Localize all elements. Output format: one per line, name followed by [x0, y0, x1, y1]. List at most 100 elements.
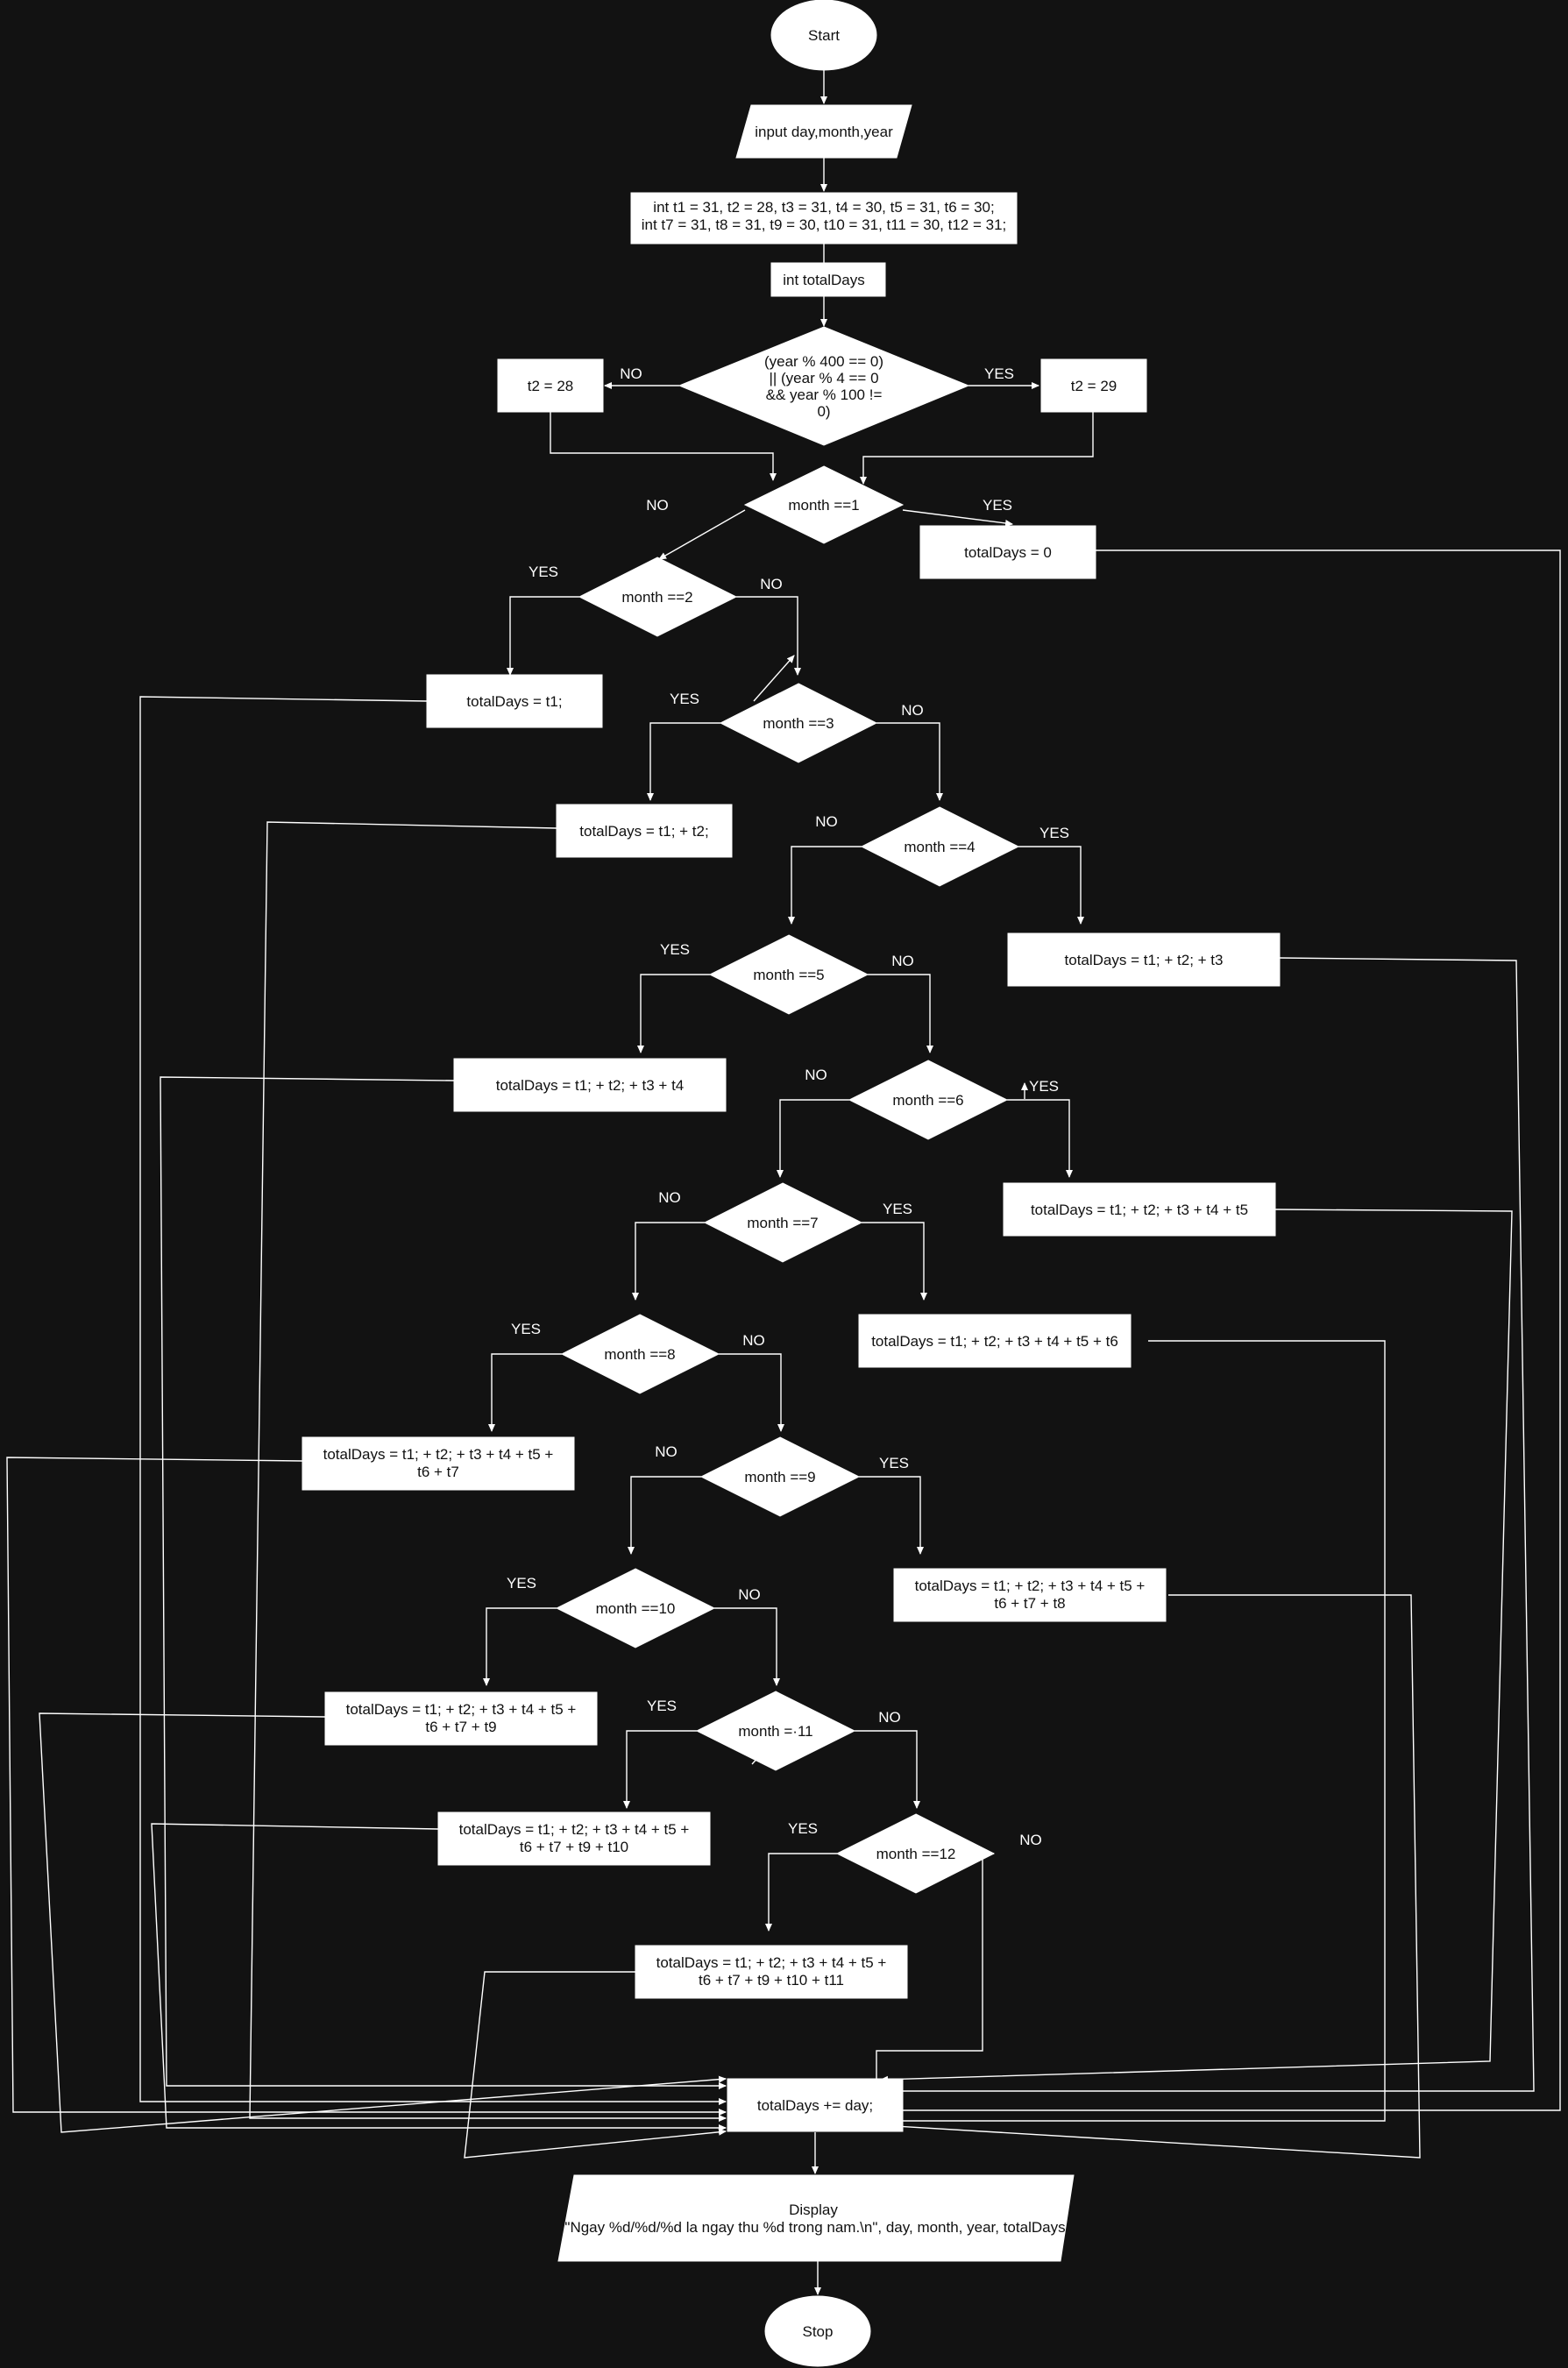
label-m9-yes: YES	[879, 1455, 909, 1471]
month4-label: month ==4	[904, 839, 975, 855]
leap-label-line1: (year % 400 == 0)	[764, 353, 883, 370]
label-m4-no: NO	[815, 813, 838, 830]
month3-label: month ==3	[763, 715, 834, 732]
month6-decision[interactable]	[848, 1060, 1009, 1140]
td9-label-line1: totalDays = t1; + t2; + t3 + t4 + t5 +	[346, 1701, 577, 1718]
display-parallelogram[interactable]	[557, 2174, 1075, 2262]
leap-decision[interactable]	[678, 326, 970, 446]
label-leap-no: NO	[620, 365, 642, 382]
start-label: Start	[808, 27, 840, 44]
add-day-process[interactable]	[727, 2078, 904, 2132]
edge-m8-yes	[488, 1353, 562, 1432]
edge-m4-no	[788, 846, 862, 925]
label-m5-no: NO	[891, 953, 914, 969]
decl-label: int totalDays	[783, 272, 865, 288]
edge-m11-no	[855, 1730, 920, 1809]
month1-decision[interactable]	[743, 465, 905, 544]
decl-process[interactable]	[770, 262, 886, 297]
td2-process[interactable]	[556, 804, 733, 858]
td1-process[interactable]	[426, 674, 603, 728]
td4-process[interactable]	[453, 1058, 727, 1112]
edge-td11-merge	[464, 1971, 727, 2159]
input-parallelogram[interactable]	[735, 104, 912, 159]
td8-label-line1: totalDays = t1; + t2; + t3 + t4 + t5 +	[915, 1577, 1146, 1594]
edge-m1-yes	[902, 509, 1013, 527]
month12-label: month ==12	[876, 1846, 956, 1862]
edge-t228-m1	[550, 412, 777, 481]
edge-m3-yes	[647, 722, 720, 801]
edge-m10-yes	[483, 1607, 557, 1686]
td10-label-line1: totalDays = t1; + t2; + t3 + t4 + t5 +	[459, 1821, 690, 1838]
label-m6-yes: YES	[1029, 1078, 1059, 1095]
month1-label: month ==1	[788, 497, 859, 514]
label-m2-yes: YES	[529, 564, 558, 580]
edge-td2-merge	[249, 821, 727, 2122]
td3-process[interactable]	[1007, 932, 1281, 987]
month12-decision[interactable]	[835, 1813, 996, 1894]
t2-28-label: t2 = 28	[528, 378, 573, 394]
td10-process[interactable]	[437, 1811, 711, 1866]
month4-decision[interactable]	[860, 806, 1020, 887]
label-m10-no: NO	[738, 1586, 761, 1603]
edge-m10-no	[714, 1607, 780, 1686]
stop-terminator[interactable]	[764, 2295, 871, 2367]
label-m1-yes: YES	[983, 497, 1012, 514]
start-terminator[interactable]	[770, 0, 877, 71]
edge-m7-no	[632, 1222, 705, 1301]
td7-process[interactable]	[302, 1436, 575, 1491]
label-m5-yes: YES	[660, 941, 690, 958]
label-m7-no: NO	[658, 1189, 681, 1206]
init-label-line1: int t1 = 31, t2 = 28, t3 = 31, t4 = 30, …	[653, 199, 994, 216]
td1-label: totalDays = t1;	[466, 693, 562, 710]
edge-td1-merge	[139, 696, 727, 2105]
td7-label-line2: t6 + t7	[417, 1464, 459, 1480]
month2-decision[interactable]	[578, 557, 738, 637]
td0-label: totalDays = 0	[964, 544, 1052, 561]
label-m10-yes: YES	[507, 1575, 536, 1592]
init-process[interactable]	[630, 192, 1018, 245]
td0-process[interactable]	[919, 525, 1096, 579]
td11-process[interactable]	[635, 1945, 908, 1999]
edge-m3-stray	[753, 655, 795, 702]
t2-29-process[interactable]	[1040, 358, 1147, 413]
td2-label: totalDays = t1; + t2;	[579, 823, 708, 840]
stop-label: Stop	[803, 2323, 834, 2340]
t2-29-label: t2 = 29	[1071, 378, 1117, 394]
month3-decision[interactable]	[719, 683, 878, 763]
td11-label-line2: t6 + t7 + t9 + t10 + t11	[699, 1972, 844, 1989]
td7-label-line1: totalDays = t1; + t2; + t3 + t4 + t5 +	[323, 1446, 554, 1463]
edge-td5-merge	[880, 1209, 1513, 2083]
edge-m3-no	[876, 722, 943, 801]
month8-decision[interactable]	[560, 1314, 720, 1394]
month5-decision[interactable]	[708, 934, 869, 1015]
edge-m5-no	[868, 974, 933, 1053]
edge-m9-yes	[859, 1476, 924, 1555]
month11-decision[interactable]	[695, 1691, 856, 1771]
t2-28-process[interactable]	[497, 358, 604, 413]
month9-label: month ==9	[744, 1469, 815, 1485]
label-m6-no: NO	[805, 1067, 827, 1083]
edge-m2-no	[736, 596, 801, 676]
edge-m12-yes	[765, 1853, 837, 1932]
edge-m8-no	[719, 1353, 784, 1432]
month7-label: month ==7	[747, 1215, 818, 1231]
month2-label: month ==2	[621, 589, 692, 606]
month7-decision[interactable]	[703, 1182, 863, 1263]
td9-label-line2: t6 + t7 + t9	[425, 1719, 496, 1735]
td9-process[interactable]	[324, 1691, 598, 1746]
td5-process[interactable]	[1003, 1182, 1276, 1237]
label-m11-no: NO	[878, 1709, 901, 1726]
month9-decision[interactable]	[699, 1436, 861, 1517]
edge-m6-no	[777, 1099, 849, 1178]
edge-t229-m1	[860, 412, 1094, 485]
month10-decision[interactable]	[555, 1568, 716, 1648]
edge-m5-yes	[637, 974, 710, 1053]
label-m12-no: NO	[1019, 1832, 1042, 1848]
edge-m7-yes	[862, 1222, 927, 1301]
edge-m9-no	[628, 1476, 701, 1555]
td8-process[interactable]	[893, 1568, 1167, 1622]
td6-process[interactable]	[858, 1314, 1132, 1368]
edge-td4-merge	[160, 1076, 727, 2089]
label-leap-yes: YES	[984, 365, 1014, 382]
label-m12-yes: YES	[788, 1820, 818, 1837]
